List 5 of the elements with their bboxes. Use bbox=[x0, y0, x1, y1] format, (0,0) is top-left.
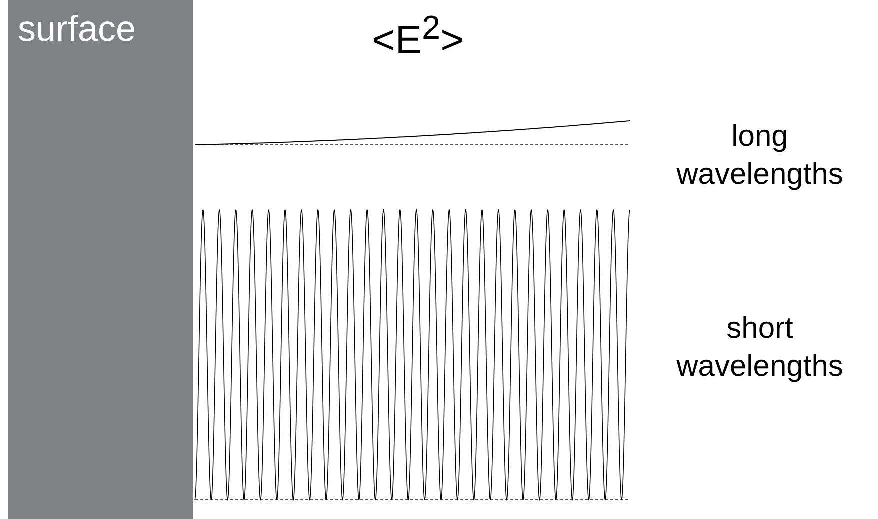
wavelength-label: long wavelengths bbox=[676, 119, 844, 192]
surface-block bbox=[8, 0, 193, 519]
surface-label: surface bbox=[18, 8, 136, 50]
wavelength-label: short wavelengths bbox=[676, 311, 844, 384]
diagram-title: <E$^{2}$> bbox=[372, 10, 464, 64]
